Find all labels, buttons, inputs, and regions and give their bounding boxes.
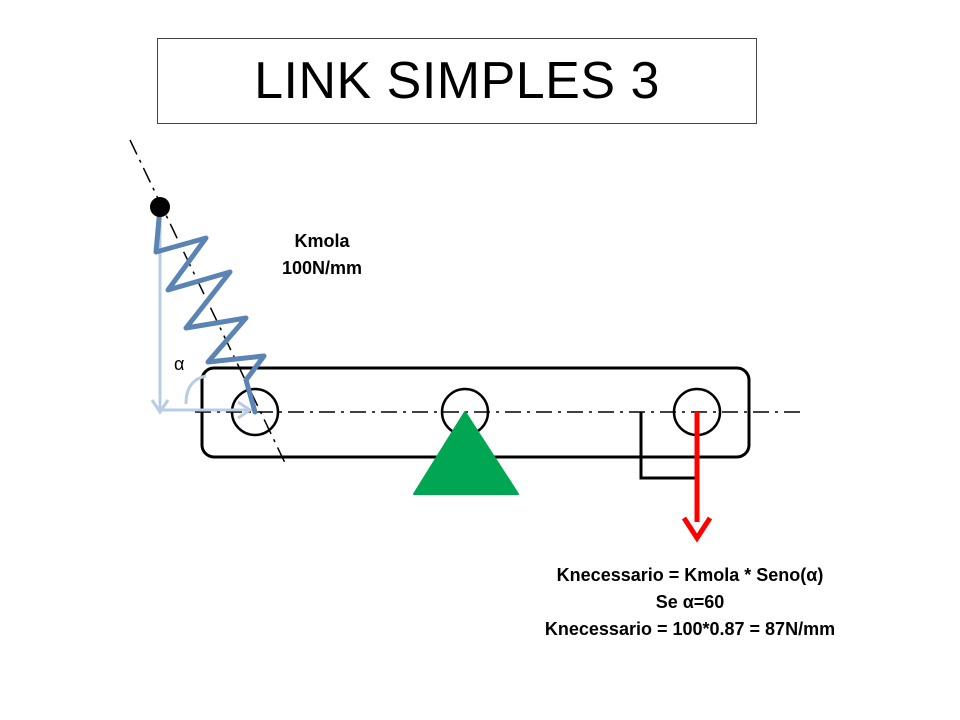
force-arrow-head	[681, 516, 713, 543]
title-box: LINK SIMPLES 3	[157, 38, 757, 124]
spring-anchor-point	[150, 197, 170, 217]
formula-line-2: Se α=60	[655, 592, 725, 612]
right-angle-marker	[639, 412, 697, 480]
horizontal-axis-arrowhead	[237, 400, 253, 420]
formula-line-3: Knecessario = 100*0.87 = 87N/mm	[544, 619, 836, 639]
spring-constant-label: Kmola 100N/mm	[262, 228, 382, 282]
left-pivot-hole	[230, 387, 280, 437]
spring-label-name: Kmola	[294, 231, 350, 251]
vertical-axis-arrowhead	[150, 399, 170, 415]
support-triangle	[413, 411, 519, 495]
spring-zigzag	[153, 205, 267, 415]
spring-label-value: 100N/mm	[281, 258, 363, 278]
page-title: LINK SIMPLES 3	[254, 52, 660, 110]
angle-alpha-label: α	[174, 354, 185, 374]
formula-line-1: Knecessario = Kmola * Seno(α)	[556, 565, 824, 585]
angle-arc	[184, 374, 207, 405]
formula-block: Knecessario = Kmola * Seno(α) Se α=60 Kn…	[500, 562, 880, 643]
